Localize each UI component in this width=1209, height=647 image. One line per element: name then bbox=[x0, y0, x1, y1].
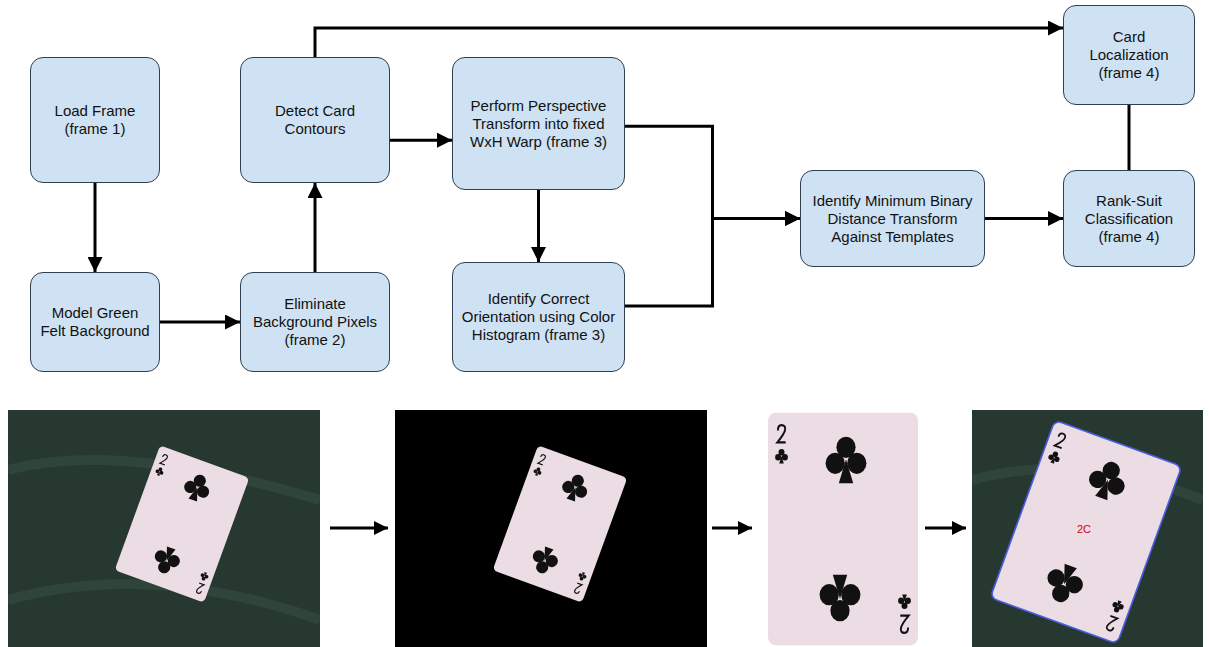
flow-arrow bbox=[390, 139, 452, 142]
box-content: Model Green Felt Background bbox=[39, 304, 151, 340]
box-content: Eliminate Background Pixels (frame 2) bbox=[249, 295, 381, 349]
process-box: Detect Card Contours bbox=[240, 57, 390, 183]
box-content: Detect Card Contours bbox=[249, 102, 381, 138]
box-content: Card Localization (frame 4) bbox=[1072, 28, 1186, 82]
flow-arrow bbox=[625, 219, 800, 307]
localized-photo bbox=[972, 410, 1203, 647]
process-box: Model Green Felt Background bbox=[30, 272, 160, 372]
process-box: Card Localization (frame 4) bbox=[1063, 5, 1195, 105]
box-label: Rank-Suit Classification (frame 4) bbox=[1072, 192, 1186, 246]
flow-arrow bbox=[625, 126, 800, 218]
flow-arrow bbox=[537, 190, 540, 262]
box-label: Eliminate Background Pixels (frame 2) bbox=[249, 295, 381, 349]
process-box: Load Frame (frame 1) bbox=[30, 57, 160, 183]
box-content: Identify Minimum Binary Distance Transfo… bbox=[809, 192, 976, 246]
box-label: Load Frame (frame 1) bbox=[39, 102, 151, 138]
box-label: Detect Card Contours bbox=[249, 102, 381, 138]
process-box: Rank-Suit Classification (frame 4) bbox=[1063, 170, 1195, 267]
process-box: Eliminate Background Pixels (frame 2) bbox=[240, 272, 390, 372]
box-label: Perform Perspective Transform into fixed… bbox=[461, 97, 616, 151]
box-label: Identify Correct Orientation using Color… bbox=[461, 290, 616, 344]
photo-arrows bbox=[330, 527, 966, 530]
flow-arrow bbox=[1128, 105, 1131, 170]
flow-arrow bbox=[985, 217, 1063, 220]
flow-arrow bbox=[314, 183, 317, 272]
box-content: Perform Perspective Transform into fixed… bbox=[461, 97, 616, 151]
felt-photo bbox=[8, 410, 320, 647]
flow-arrow bbox=[160, 321, 240, 324]
process-box: Identify Minimum Binary Distance Transfo… bbox=[800, 170, 985, 267]
box-label: Model Green Felt Background bbox=[39, 304, 151, 340]
box-content: Identify Correct Orientation using Color… bbox=[461, 290, 616, 344]
classification-label: 2C bbox=[1077, 523, 1091, 536]
box-content: Rank-Suit Classification (frame 4) bbox=[1072, 192, 1186, 246]
mask-photo bbox=[395, 410, 707, 647]
box-label: Card Localization (frame 4) bbox=[1072, 28, 1186, 82]
box-label: Identify Minimum Binary Distance Transfo… bbox=[809, 192, 976, 246]
warped-card bbox=[768, 413, 918, 645]
process-box: Identify Correct Orientation using Color… bbox=[452, 262, 625, 372]
flow-arrow bbox=[315, 28, 1063, 57]
box-content: Load Frame (frame 1) bbox=[39, 102, 151, 138]
process-box: Perform Perspective Transform into fixed… bbox=[452, 57, 625, 190]
flow-arrow bbox=[94, 183, 97, 272]
